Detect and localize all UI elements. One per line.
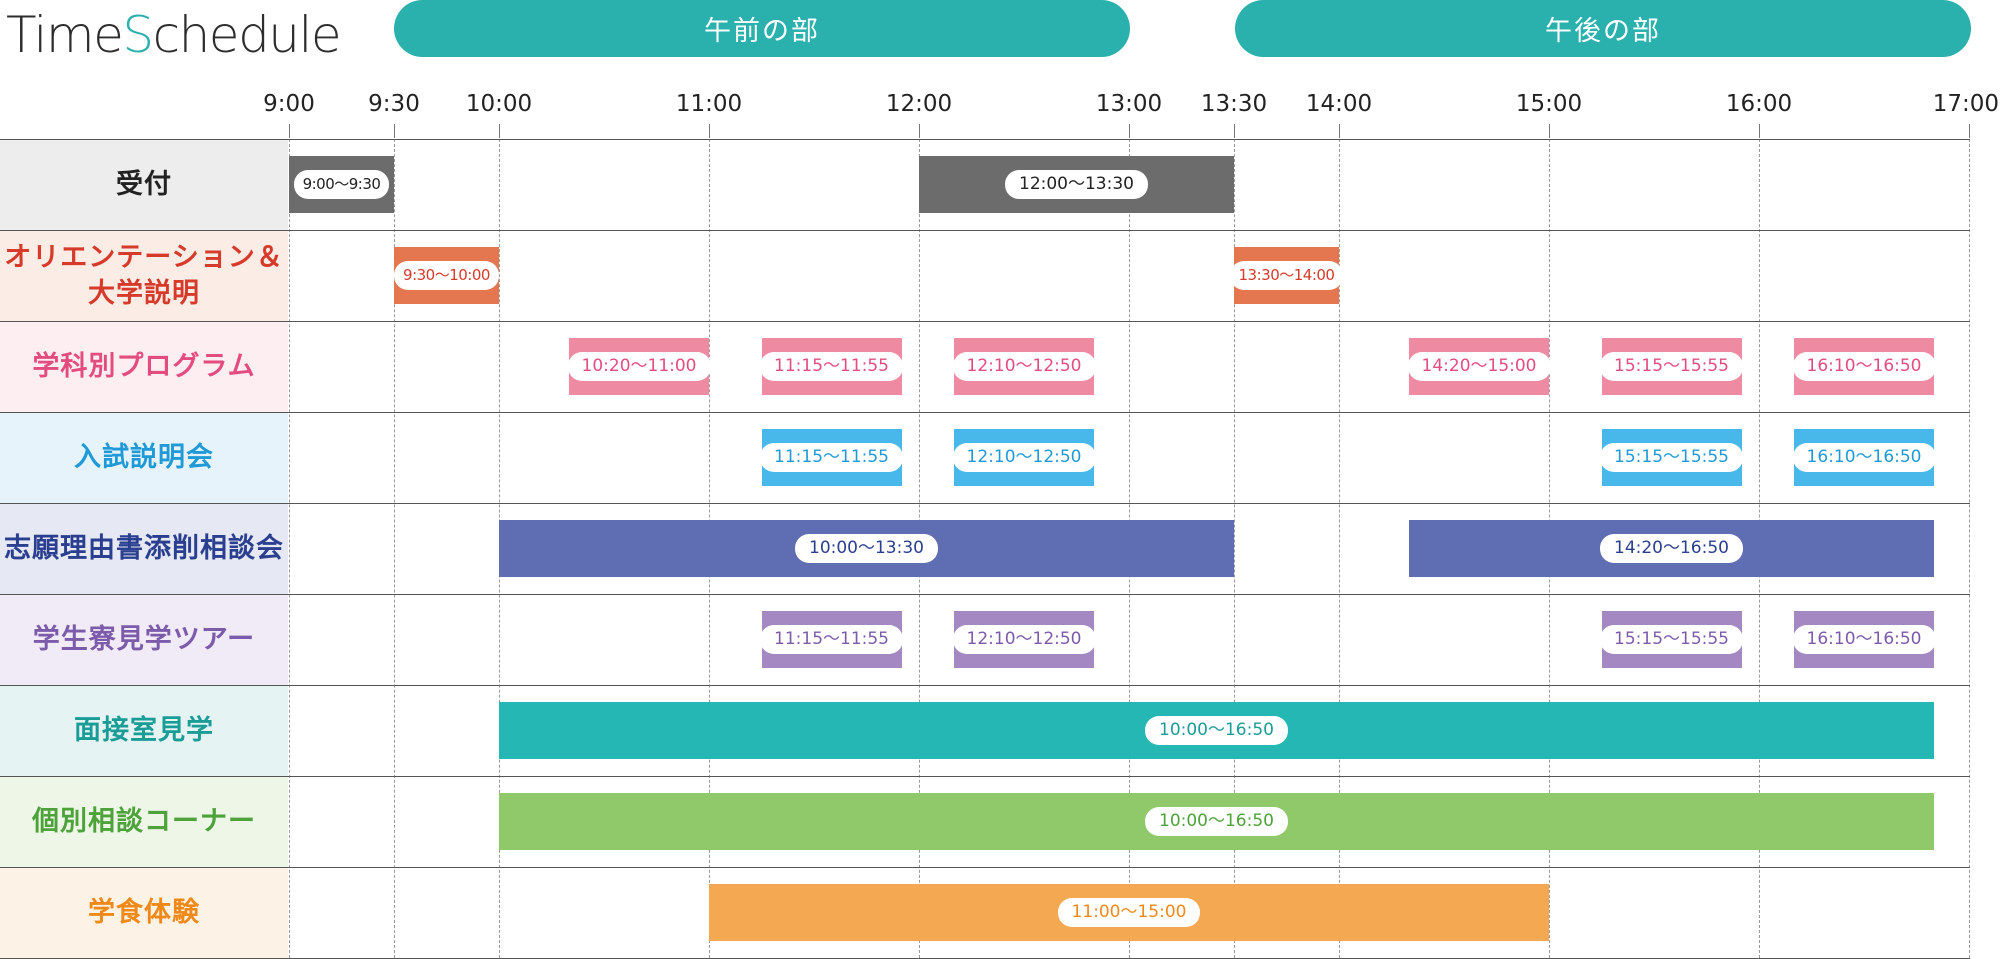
row-divider <box>0 594 1970 595</box>
time-tick-mark <box>1339 124 1340 138</box>
row-divider <box>0 139 1970 140</box>
time-range-label: 11:15〜11:55 <box>760 625 903 654</box>
schedule-bar[interactable]: 15:15〜15:55 <box>1600 429 1743 486</box>
schedule-bar[interactable]: 13:30〜14:00 <box>1229 247 1344 304</box>
time-range-label: 13:30〜14:00 <box>1229 261 1344 290</box>
schedule-bar[interactable]: 14:20〜15:00 <box>1407 338 1551 395</box>
time-range-label: 9:00〜9:30 <box>293 170 390 199</box>
row-label: オリエンテーション＆ 大学説明 <box>0 231 288 321</box>
time-tick-mark <box>1969 124 1970 138</box>
time-range-label: 16:10〜16:50 <box>1792 443 1936 472</box>
schedule-bar[interactable]: 12:10〜12:50 <box>952 611 1096 668</box>
time-tick-label: 10:00 <box>465 91 533 117</box>
time-range-label: 12:10〜12:50 <box>952 625 1096 654</box>
time-range-label: 12:00〜13:30 <box>1005 170 1148 199</box>
schedule-bar[interactable]: 12:00〜13:30 <box>919 156 1234 213</box>
time-range-label: 16:10〜16:50 <box>1792 625 1936 654</box>
time-range-label: 15:15〜15:55 <box>1600 625 1743 654</box>
time-gridline <box>289 139 290 958</box>
time-range-label: 10:20〜11:00 <box>567 352 711 381</box>
title-accent-letter: S <box>122 6 154 64</box>
schedule-bar[interactable]: 16:10〜16:50 <box>1792 338 1936 395</box>
row-label: 面接室見学 <box>0 686 288 776</box>
schedule-bar[interactable]: 11:15〜11:55 <box>760 338 903 395</box>
time-gridline <box>1969 139 1970 958</box>
schedule-bar[interactable]: 15:15〜15:55 <box>1600 611 1743 668</box>
time-tick-label: 13:00 <box>1095 91 1163 117</box>
time-tick-mark <box>1129 124 1130 138</box>
time-tick-label: 9:30 <box>368 91 420 117</box>
schedule-bar[interactable]: 11:15〜11:55 <box>760 429 903 486</box>
schedule-bar[interactable]: 16:10〜16:50 <box>1792 429 1936 486</box>
time-range-label: 10:00〜16:50 <box>1145 807 1288 836</box>
time-range-label: 14:20〜15:00 <box>1407 352 1551 381</box>
time-range-label: 12:10〜12:50 <box>952 352 1096 381</box>
schedule-bar[interactable]: 11:15〜11:55 <box>760 611 903 668</box>
row-label: 入試説明会 <box>0 413 288 503</box>
time-range-label: 11:15〜11:55 <box>760 352 903 381</box>
time-range-label: 15:15〜15:55 <box>1600 352 1743 381</box>
row-divider <box>0 685 1970 686</box>
time-gridline <box>1234 139 1235 958</box>
time-range-label: 10:00〜16:50 <box>1145 716 1288 745</box>
time-tick-label: 9:00 <box>263 91 315 117</box>
time-tick-label: 14:00 <box>1305 91 1373 117</box>
time-tick-mark <box>919 124 920 138</box>
time-tick-label: 16:00 <box>1725 91 1793 117</box>
schedule-bar[interactable]: 9:30〜10:00 <box>394 247 499 304</box>
time-range-label: 10:00〜13:30 <box>795 534 938 563</box>
time-tick-mark <box>1759 124 1760 138</box>
schedule-bar[interactable]: 10:00〜13:30 <box>499 520 1234 577</box>
schedule-bar[interactable]: 15:15〜15:55 <box>1600 338 1743 395</box>
row-divider <box>0 776 1970 777</box>
schedule-bar[interactable]: 10:00〜16:50 <box>499 702 1934 759</box>
schedule-bar[interactable]: 12:10〜12:50 <box>952 429 1096 486</box>
time-tick-mark <box>394 124 395 138</box>
row-divider <box>0 321 1970 322</box>
time-range-label: 16:10〜16:50 <box>1792 352 1936 381</box>
time-range-label: 12:10〜12:50 <box>952 443 1096 472</box>
row-divider <box>0 230 1970 231</box>
time-range-label: 11:00〜15:00 <box>1057 898 1201 927</box>
row-divider <box>0 503 1970 504</box>
row-label: 志願理由書添削相談会 <box>0 504 288 594</box>
page-title: TimeSchedule <box>6 0 342 70</box>
schedule-bar[interactable]: 11:00〜15:00 <box>709 884 1549 941</box>
time-range-label: 14:20〜16:50 <box>1600 534 1743 563</box>
morning-period-banner: 午前の部 <box>394 0 1130 57</box>
row-label: 学科別プログラム <box>0 322 288 412</box>
title-part-time: Time <box>6 6 124 64</box>
time-tick-label: 13:30 <box>1200 91 1268 117</box>
schedule-bar[interactable]: 14:20〜16:50 <box>1409 520 1934 577</box>
time-range-label: 9:30〜10:00 <box>394 261 499 290</box>
time-gridline <box>394 139 395 958</box>
row-divider <box>0 412 1970 413</box>
time-tick-label: 12:00 <box>885 91 953 117</box>
row-label: 個別相談コーナー <box>0 777 288 867</box>
time-tick-label: 17:00 <box>1932 91 1999 117</box>
time-tick-mark <box>1234 124 1235 138</box>
row-label: 受付 <box>0 140 288 230</box>
schedule-bar[interactable]: 12:10〜12:50 <box>952 338 1096 395</box>
time-tick-mark <box>499 124 500 138</box>
time-range-label: 11:15〜11:55 <box>760 443 903 472</box>
time-tick-mark <box>1549 124 1550 138</box>
time-gridline <box>1339 139 1340 958</box>
schedule-bar[interactable]: 10:20〜11:00 <box>567 338 711 395</box>
schedule-bar[interactable]: 10:00〜16:50 <box>499 793 1934 850</box>
time-tick-label: 11:00 <box>675 91 743 117</box>
afternoon-period-banner: 午後の部 <box>1235 0 1971 57</box>
schedule-bar[interactable]: 9:00〜9:30 <box>289 156 394 213</box>
row-label: 学食体験 <box>0 868 288 958</box>
schedule-bar[interactable]: 16:10〜16:50 <box>1792 611 1936 668</box>
title-part-schedule: chedule <box>152 6 342 64</box>
time-range-label: 15:15〜15:55 <box>1600 443 1743 472</box>
time-tick-mark <box>289 124 290 138</box>
row-divider <box>0 867 1970 868</box>
time-tick-mark <box>709 124 710 138</box>
row-label: 学生寮見学ツアー <box>0 595 288 685</box>
time-tick-label: 15:00 <box>1515 91 1583 117</box>
